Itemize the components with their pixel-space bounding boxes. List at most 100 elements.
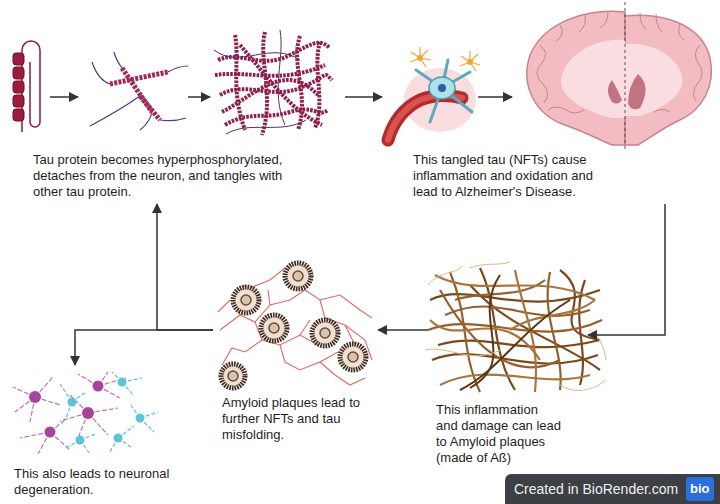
brain-section-part	[608, 80, 622, 104]
tau-microtubule-part	[13, 109, 24, 121]
amyloid-plaques-part-part	[228, 371, 238, 381]
brain-section-part	[561, 40, 625, 118]
amyloid-fibrils-part-part	[470, 275, 500, 388]
brain-section-part-part	[556, 12, 608, 41]
amyloid-plaques-part-part	[290, 290, 360, 310]
brain-section-part	[625, 2, 626, 150]
tau-microtubule	[13, 41, 40, 132]
flow-arrow	[588, 204, 665, 335]
amyloid-plaques-part-part	[233, 287, 259, 313]
amyloid-fibrils-part-part	[560, 380, 605, 390]
detached-tau-part-part	[114, 52, 122, 68]
stage-node: This tangled tau (NFTs) cause inflammati…	[382, 28, 715, 204]
inflamed-neuron-part-part	[460, 51, 480, 71]
inflamed-neuron-part	[438, 84, 446, 92]
tau-tangle-part-part	[226, 120, 306, 134]
amyloid-plaques-part-part	[221, 364, 245, 388]
amyloid-fibrils-part-part	[455, 280, 545, 300]
degenerating-neurons-part	[45, 427, 56, 438]
amyloid-plaques	[218, 263, 372, 388]
detached-tau-part-part	[92, 62, 110, 84]
brain-section-part-part	[693, 45, 702, 101]
detached-tau	[90, 52, 188, 130]
detached-tau-part-part	[140, 112, 152, 130]
degenerating-neurons-part	[114, 434, 123, 443]
tau-tangle	[214, 30, 332, 135]
amyloid-plaques-part-part	[285, 263, 311, 289]
inflamed-neuron-part-part	[410, 47, 431, 67]
step-arrow-part	[188, 96, 210, 98]
amyloid-fibrils-part-part	[548, 272, 561, 390]
amyloid-fibrils-part-part	[460, 300, 570, 390]
degenerating-neurons-part	[68, 398, 77, 407]
step-arrow-part	[50, 96, 78, 98]
inflamed-neuron	[388, 47, 480, 140]
detached-tau-part	[110, 68, 168, 120]
tau-microtubule-part	[13, 81, 24, 93]
tau-tangle-part	[215, 32, 332, 135]
amyloid-plaques-part-part	[312, 320, 338, 346]
inflamed-neuron-part	[429, 77, 455, 99]
tau-tangle-part-part	[315, 42, 320, 128]
amyloid-fibrils-part	[460, 275, 570, 390]
amyloid-fibrils	[425, 262, 606, 392]
brain-section-part	[628, 74, 646, 109]
tau-microtubule-part	[13, 95, 24, 107]
degenerating-neurons-part	[60, 372, 158, 454]
amyloid-fibrils-part-part	[515, 270, 536, 392]
stage-caption: This tangled tau (NFTs) cause inflammati…	[413, 152, 613, 200]
tau-microtubule-part	[13, 67, 24, 79]
stage-node: Amyloid plaques lead to further NFTs and…	[213, 262, 378, 447]
amyloid-plaques-part-part	[261, 315, 287, 341]
stage-node: This inflammation and damage can lead to…	[428, 262, 588, 470]
amyloid-plaques-part-part	[340, 344, 366, 370]
amyloid-plaques-part-part	[320, 328, 330, 338]
tau-microtubule-part	[13, 53, 24, 65]
flow-arrow	[378, 329, 428, 331]
detached-tau-part-part	[140, 96, 160, 120]
tau-tangle-part-part	[278, 30, 285, 125]
amyloid-fibrils-part-part	[425, 349, 500, 356]
amyloid-fibrils-part	[425, 262, 606, 390]
logo-text: bio	[690, 481, 710, 497]
amyloid-fibrils-part	[428, 272, 602, 392]
stage-caption: Tau protein becomes hyperphosphorylated,…	[33, 152, 303, 200]
stage-caption: This inflammation and damage can lead to…	[436, 402, 562, 466]
degenerating-neurons-part-part	[112, 372, 142, 396]
amyloid-plaques-part-part	[335, 375, 365, 385]
amyloid-fibrils-part-part	[470, 262, 510, 268]
inflamed-neuron-part	[417, 55, 423, 61]
amyloid-plaques-part-part	[269, 323, 279, 333]
degenerating-neurons-part-part	[110, 426, 134, 452]
inflamed-neuron-part	[388, 95, 462, 140]
detached-tau-part-part	[90, 96, 140, 126]
detached-tau-part-part	[160, 118, 186, 121]
amyloid-fibrils-part-part	[440, 375, 590, 385]
amyloid-fibrils-part	[430, 270, 595, 392]
brain-section-part	[625, 15, 711, 145]
tau-tangle-part-part	[215, 65, 325, 76]
amyloid-plaques-part	[261, 315, 287, 341]
degenerating-neurons-part	[136, 414, 145, 423]
tau-microtubule-part	[22, 41, 40, 132]
credit-badge	[505, 474, 720, 504]
inflamed-neuron-part	[416, 60, 472, 122]
stage-node: Tau protein becomes hyperphosphorylated,…	[5, 30, 345, 204]
credit-text: Created in BioRender.com	[514, 481, 678, 497]
amyloid-plaques-part	[340, 344, 366, 370]
degenerating-neurons-part-part	[78, 372, 126, 398]
amyloid-fibrils-part-part	[430, 320, 540, 360]
degenerating-neurons-part-part	[20, 420, 70, 454]
degenerating-neurons-part	[29, 391, 41, 403]
brain-section	[527, 2, 711, 150]
brain-section-part	[537, 12, 702, 113]
brain-section-part-part	[640, 13, 684, 40]
brain-section-part-part	[537, 45, 548, 103]
credit-badge-part	[686, 477, 714, 501]
amyloid-plaques-part-part	[293, 271, 303, 281]
step-arrow-part	[478, 96, 512, 98]
stage-node: This also leads to neuronal degeneration…	[8, 365, 208, 502]
degenerating-neurons-part	[82, 407, 94, 419]
